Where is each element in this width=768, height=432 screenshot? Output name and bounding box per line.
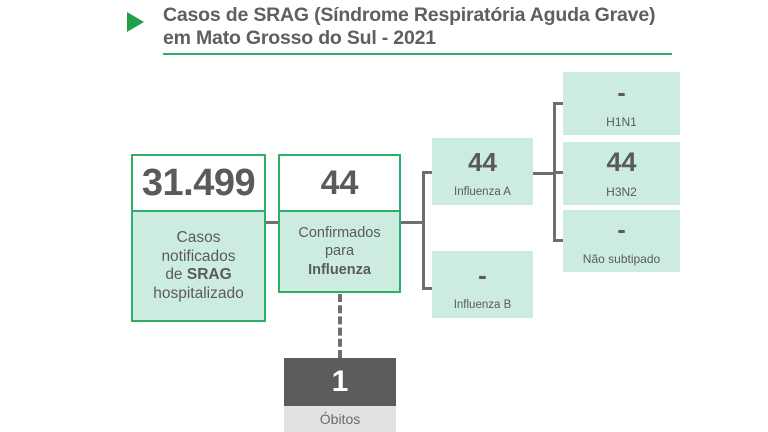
influenza-a-label: Influenza A: [454, 185, 511, 198]
h3n2-label: H3N2: [606, 184, 637, 199]
bracket-influenza-vertical: [422, 172, 425, 290]
card-obitos[interactable]: 1 Óbitos: [284, 358, 396, 432]
nao-subtipado-value: -: [563, 210, 680, 245]
confirmados-value: 44: [280, 156, 399, 212]
h3n2-value: 44: [606, 147, 637, 177]
card-influenza-b[interactable]: - Influenza B: [432, 251, 533, 318]
connector-influenza-a-to-bracket: [531, 172, 556, 175]
title-underline-rule: [163, 53, 672, 55]
confirmados-label: Confirmados para Influenza: [280, 212, 399, 291]
connector-confirmados-to-bracket: [399, 221, 425, 224]
card-h1n1[interactable]: - H1N1: [563, 72, 680, 135]
card-nao-subtipado[interactable]: - Não subtipado: [563, 210, 680, 272]
casos-notificados-label-line-4: hospitalizado: [153, 284, 244, 302]
casos-notificados-label-line-3: de SRAG: [165, 266, 231, 285]
card-h3n2[interactable]: 44 H3N2: [563, 142, 680, 205]
casos-notificados-value: 31.499: [133, 156, 264, 212]
influenza-a-value: 44: [468, 147, 497, 177]
play-triangle-icon: [127, 12, 144, 32]
nao-subtipado-value-text: -: [617, 216, 626, 244]
obitos-label: Óbitos: [284, 406, 396, 432]
h1n1-value-text: -: [617, 79, 626, 107]
h1n1-label: H1N1: [606, 114, 637, 129]
connector-bracket-to-nao-subtipado: [553, 239, 567, 242]
card-confirmados-influenza[interactable]: 44 Confirmados para Influenza: [278, 154, 401, 293]
influenza-b-value: -: [432, 251, 533, 291]
nao-subtipado-label: Não subtipado: [582, 251, 661, 266]
connector-bracket-to-influenza-a: [422, 171, 436, 174]
confirmados-label-line-1: Confirmados: [298, 224, 381, 241]
confirmados-label-line-3: Influenza: [308, 261, 371, 278]
page-title: Casos de SRAG (Síndrome Respiratória Agu…: [163, 4, 656, 49]
h1n1-value: -: [563, 72, 680, 108]
confirmados-label-line-2: para: [324, 243, 355, 260]
casos-notificados-label-line-2: notificados: [161, 247, 236, 265]
casos-notificados-label-line-3-plain: de: [165, 266, 187, 283]
influenza-b-value-text: -: [478, 260, 487, 290]
page-header: Casos de SRAG (Síndrome Respiratória Agu…: [127, 4, 687, 60]
influenza-b-label: Influenza B: [453, 298, 512, 311]
casos-notificados-label-line-3-bold: SRAG: [186, 266, 232, 283]
casos-notificados-label-line-1: Casos: [176, 229, 221, 246]
connector-bracket-to-h1n1: [553, 102, 567, 105]
card-casos-notificados[interactable]: 31.499 Casos notificados de SRAG hospita…: [131, 154, 266, 322]
connector-notificados-to-confirmados: [264, 221, 282, 224]
casos-notificados-label: Casos notificados de SRAG hospitalizado: [133, 212, 264, 320]
card-influenza-a[interactable]: 44 Influenza A: [432, 138, 533, 205]
connector-bracket-to-influenza-b: [422, 287, 436, 290]
connector-confirmados-to-obitos: [338, 294, 342, 358]
connector-bracket-to-h3n2: [553, 171, 567, 174]
obitos-value: 1: [284, 358, 396, 406]
